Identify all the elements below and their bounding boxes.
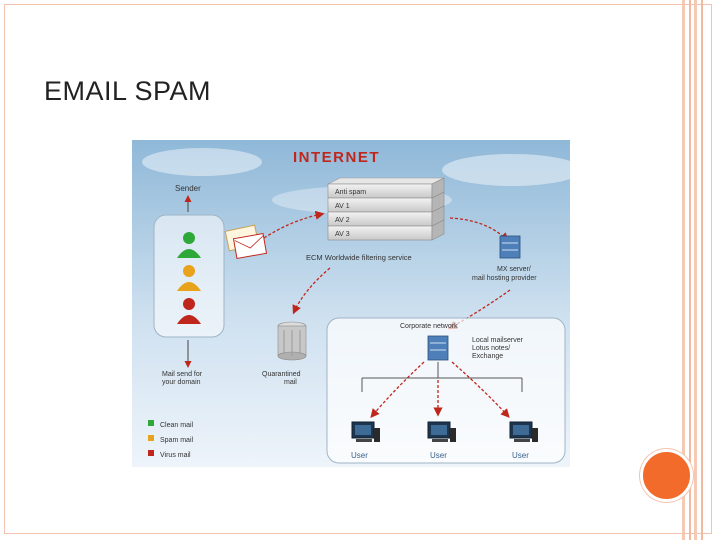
quarantine-label: mail [284, 379, 297, 386]
local-mailserver-label: Exchange [472, 353, 503, 360]
flow-arrow [451, 361, 510, 418]
flow-arrow [370, 361, 425, 418]
slide-border [4, 4, 712, 534]
clean-sender-icon [177, 232, 201, 258]
internet-heading: INTERNET [293, 149, 380, 166]
user-label: User [430, 451, 447, 460]
envelope-icon [224, 224, 268, 260]
stack-layer-label: Anti spam [335, 189, 366, 196]
stack-layer-label: AV 3 [335, 231, 350, 238]
local-mailserver-label: Lotus notes/ [472, 345, 510, 352]
filter-stack [327, 177, 445, 241]
legend-label: Clean mail [160, 422, 194, 429]
mx-server-label: MX server/ [497, 266, 531, 273]
user-label: User [512, 451, 529, 460]
legend-label: Spam mail [160, 437, 194, 444]
mail-send-label: your domain [162, 379, 201, 386]
stack-layer-label: AV 2 [335, 217, 350, 224]
stack-layer-label: AV 1 [335, 203, 350, 210]
decorative-rail [689, 0, 691, 540]
user-computer-icon [351, 421, 380, 442]
filter-service-label: ECM Worldwide filtering service [306, 253, 412, 262]
mx-server-label: mail hosting provider [472, 275, 537, 282]
legend-label: Virus mail [160, 452, 191, 459]
slide-title: EMAIL SPAM [44, 76, 212, 106]
corporate-network-label: Corporate network [400, 323, 458, 330]
legend-swatch-virus [148, 450, 154, 456]
sender-label: Sender [175, 184, 201, 193]
local-mailserver-icon [427, 335, 449, 361]
mx-server-icon [499, 235, 521, 259]
legend-swatch-spam [148, 435, 154, 441]
corporate-network-panel [326, 317, 566, 464]
spam-sender-icon [177, 265, 201, 291]
email-filtering-diagram: INTERNET Sender Anti spam AV 1 AV 2 AV 3… [132, 140, 582, 467]
local-mailserver-label: Local mailserver [472, 337, 524, 344]
user-label: User [351, 451, 368, 460]
decorative-rail [701, 0, 703, 540]
quarantine-label: Quarantined [262, 371, 301, 378]
quarantine-bin-icon [277, 321, 307, 361]
flow-arrow [263, 210, 325, 239]
virus-sender-icon [177, 298, 201, 324]
legend-swatch-clean [148, 420, 154, 426]
flow-arrow [447, 289, 511, 330]
decorative-rail [694, 0, 697, 540]
decorative-rail [682, 0, 685, 540]
mail-send-label: Mail send for [162, 371, 203, 378]
user-computer-icon [427, 421, 456, 442]
user-computer-icon [509, 421, 538, 442]
orange-circle-badge [640, 449, 693, 502]
flow-arrow [292, 267, 331, 315]
